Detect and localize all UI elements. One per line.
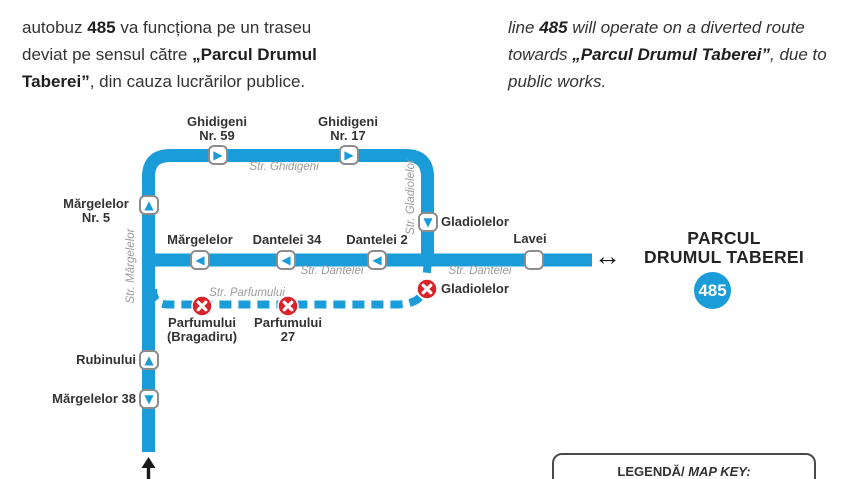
stop-marker-margelelor-38: ▼ [139,389,159,409]
arrow-up-icon: ▲ [144,198,154,212]
street-label-dantelei-west: Str. Dantelei [300,265,364,277]
arrow-left-icon: ◀ [372,253,382,267]
legend-title-en: MAP KEY: [684,464,751,479]
stop-marker-rubinului: ▲ [139,350,159,370]
route-485-badge: 485 [694,272,731,309]
street-label-gladiolelor: Str. Gladiolelor [405,159,417,235]
notice-text-romanian: autobuz 485 va funcționa pe un traseu de… [22,14,360,95]
terminal-name-line2: DRUMUL TABEREI [643,246,805,267]
arrow-left-icon: ◀ [195,253,205,267]
stop-marker-lavei [524,250,544,270]
stop-label-line: Ghidigeni [187,114,247,129]
stop-label-lavei: Lavei [513,231,547,246]
notice-ro-part: autobuz [22,18,88,37]
stop-label-gladiolelor-closed: Gladiolelor [441,281,509,296]
street-label-margelelor: Str. Mărgelelor [125,228,137,304]
stop-label-gladiolelor: Gladiolelor [441,214,509,229]
route-number-bold: 485 [87,18,116,37]
terminal-name-bold: „Parcul Drumul Taberei” [572,45,771,64]
arrow-down-icon: ▼ [423,215,433,229]
stop-marker-ghidigeni-59: ▶ [208,145,228,165]
route-number-bold: 485 [539,18,568,37]
notice-ro-part: va funcționa pe un traseu deviat pe sens… [22,18,312,64]
direction-arrow-icon [141,457,156,479]
stop-label-parfumului-bragadiru: Parfumului(Bragadiru) [167,316,237,344]
stop-label-line: Nr. 5 [81,210,111,225]
terminal-name-line1: PARCUL [687,228,761,248]
stop-label-line: 27 [280,329,296,344]
stop-label-line: Parfumului [254,315,322,330]
street-label-dantelei-east: Str. Dantelei [448,265,512,277]
stop-marker-gladiolelor: ▼ [418,212,438,232]
stop-label-line: (Bragadiru) [166,329,238,344]
stop-label-line: Parfumului [168,315,236,330]
stop-label-line: Nr. 59 [199,128,235,143]
stop-label-rubinului: Rubinului [76,352,136,367]
notice-en-part: line [508,18,540,37]
terminal-name-bold: „Parcul Drumul Taberei” [22,45,317,91]
stop-marker-margelelor: ◀ [190,250,210,270]
notice-en-part: , due to public works. [508,45,827,91]
stop-label-line: Mărgelelor [63,196,129,211]
arrow-right-icon: ▶ [344,148,354,162]
arrow-left-icon: ◀ [281,253,291,267]
cancelled-stop-icon-gladiolelor [416,278,438,300]
legend-title-ro: LEGENDĂ/ [617,464,685,479]
stop-label-margelelor: Mărgelelor [167,232,233,247]
street-label-parfumului: Str. Parfumului [209,287,285,299]
two-way-arrow-icon: ↔ [594,241,621,271]
street-label-ghidigeni: Str. Ghidigeni [249,161,319,173]
route-active-line-loop [142,149,434,452]
stop-label-line: Nr. 17 [330,128,366,143]
stop-label-line: Ghidigeni [318,114,378,129]
arrow-up-icon: ▲ [144,353,154,367]
stop-marker-margelelor-5: ▲ [139,195,159,215]
stop-marker-ghidigeni-17: ▶ [339,145,359,165]
legend-box: LEGENDĂ/ MAP KEY: [552,453,816,479]
arrow-down-icon: ▼ [144,392,154,406]
notice-en-part: will operate on a diverted route towards [508,18,805,64]
stop-marker-dantelei-34: ◀ [276,250,296,270]
arrow-right-icon: ▶ [213,148,223,162]
stop-label-dantelei-34: Dantelei 34 [252,232,322,247]
cancelled-stop-icon-parfumului-27 [277,295,299,317]
notice-text-english: line 485 will operate on a diverted rout… [508,14,850,95]
stop-label-margelelor-38: Mărgelelor 38 [52,391,136,406]
cancelled-stop-icon-parfumului-bragadiru [191,295,213,317]
stop-marker-dantelei-2: ◀ [367,250,387,270]
stop-label-dantelei-2: Dantelei 2 [346,232,408,247]
notice-ro-part: , din cauza lucrărilor publice. [89,72,306,91]
